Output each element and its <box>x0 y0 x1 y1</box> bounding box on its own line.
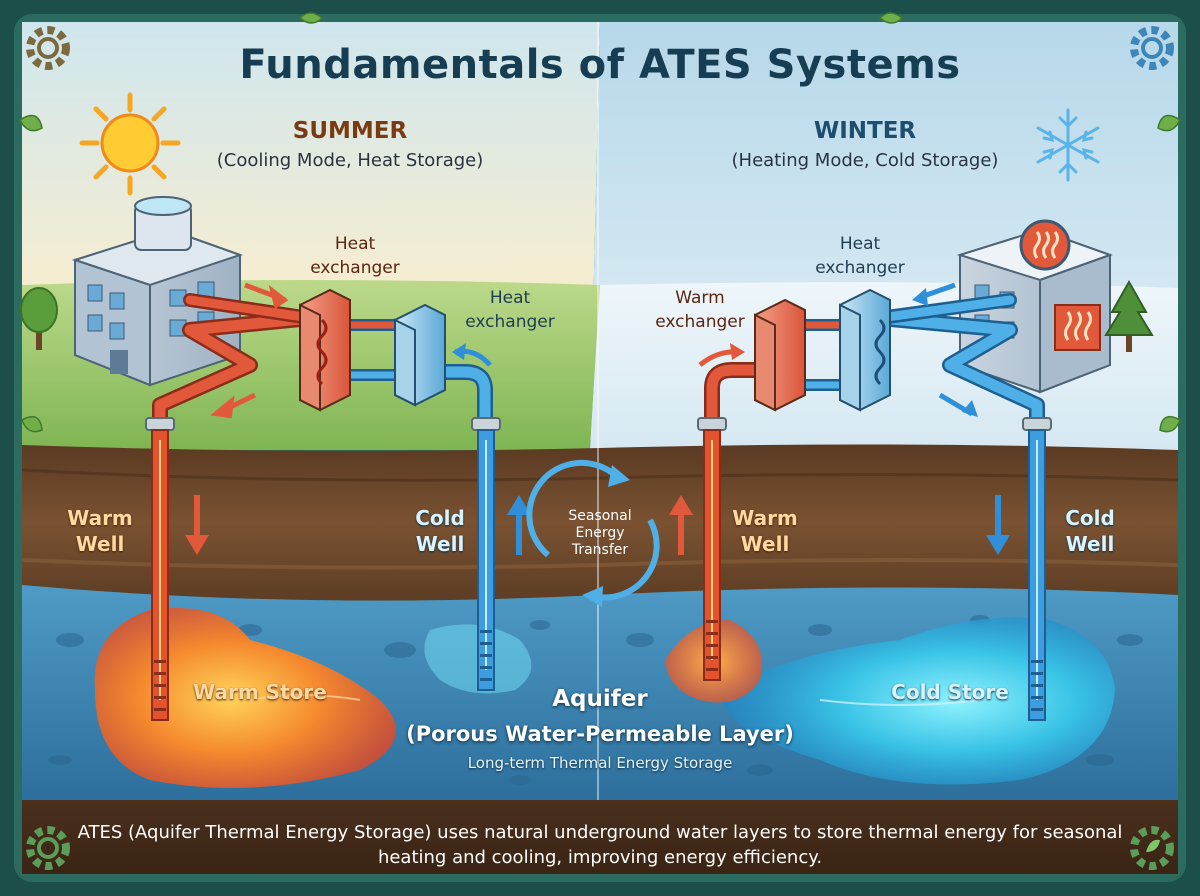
label-line: Warm <box>60 505 140 531</box>
label-line: exchanger <box>640 310 760 334</box>
label-line: Warm <box>640 286 760 310</box>
summer-cold-well-label: Cold Well <box>400 505 480 557</box>
winter-subheading: (Heating Mode, Cold Storage) <box>680 150 1050 171</box>
summer-heading: SUMMER <box>240 118 460 144</box>
page-title: Fundamentals of ATES Systems <box>0 42 1200 88</box>
label-line: Heat <box>800 232 920 256</box>
winter-heading: WINTER <box>755 118 975 144</box>
aquifer-subtitle: (Porous Water-Permeable Layer) <box>350 722 850 746</box>
summer-heat-exchanger-warm <box>300 290 350 410</box>
label-line: Transfer <box>550 542 650 559</box>
winter-heat-exchanger-cold <box>840 290 890 410</box>
summer-heat-exchanger-label-1: Heat exchanger <box>300 232 410 280</box>
cold-store-label: Cold Store <box>860 680 1040 704</box>
summer-heat-exchanger-label-2: Heat exchanger <box>450 286 570 334</box>
aquifer-note: Long-term Thermal Energy Storage <box>400 754 800 772</box>
label-line: Well <box>1050 531 1130 557</box>
warm-store-label: Warm Store <box>170 680 350 704</box>
label-line: Well <box>400 531 480 557</box>
footer-description: ATES (Aquifer Thermal Energy Storage) us… <box>60 820 1140 870</box>
seasonal-transfer-label: Seasonal Energy Transfer <box>550 508 650 559</box>
label-line: Cold <box>1050 505 1130 531</box>
label-line: exchanger <box>300 256 410 280</box>
winter-heat-exchanger-warm <box>755 300 805 410</box>
label-line: Seasonal <box>550 508 650 525</box>
label-line: Energy <box>550 525 650 542</box>
sun-icon <box>82 95 178 193</box>
winter-heat-exchanger-label-2: Warm exchanger <box>640 286 760 334</box>
winter-cold-well-label: Cold Well <box>1050 505 1130 557</box>
winter-heat-exchanger-label-1: Heat exchanger <box>800 232 920 280</box>
label-line: Heat <box>450 286 570 310</box>
label-line: exchanger <box>800 256 920 280</box>
label-line: Heat <box>300 232 410 256</box>
label-line: Well <box>60 531 140 557</box>
winter-warm-well-label: Warm Well <box>725 505 805 557</box>
summer-subheading: (Cooling Mode, Heat Storage) <box>170 150 530 171</box>
label-line: Well <box>725 531 805 557</box>
label-line: exchanger <box>450 310 570 334</box>
label-line: Warm <box>725 505 805 531</box>
summer-warm-well-label: Warm Well <box>60 505 140 557</box>
summer-heat-exchanger-cold <box>395 305 445 405</box>
label-line: Cold <box>400 505 480 531</box>
aquifer-title: Aquifer <box>500 686 700 712</box>
